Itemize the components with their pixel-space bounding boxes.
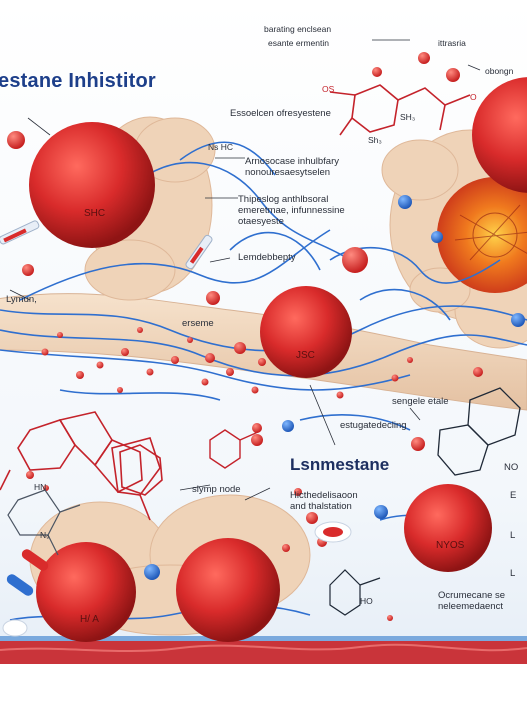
cell-jsc [260,286,352,378]
label-top-right-4: obongn [485,66,514,76]
label-ring-sh: SH₃ [400,112,416,122]
label-ho: HO [360,596,373,606]
label-ring-sh2: Sh₃ [368,135,382,145]
blue-particles [144,195,525,580]
capsule-left [2,549,49,637]
label-sengele: sengele etale [392,396,449,407]
label-amoso-1: Arnosocase inhulbfary [245,156,339,167]
label-hicth-1: Hicthedelisaoon [290,490,358,501]
label-estuget: estugatedecling [340,420,407,431]
label-escelon: Essoelcen ofresyestene [230,108,331,119]
label-n9: N₉ [40,530,50,540]
molecule-bottom [329,569,381,616]
label-ns-hc: Ns HC [208,142,234,152]
label-ring-o: O [470,92,477,102]
molecule-top [329,84,471,136]
label-amoso-2: nonouresaesytselen [245,167,331,178]
cell-label-hla: H/ A [80,614,99,625]
label-top-right-2: esante ermentin [268,38,329,48]
bottom-vessel [0,636,527,703]
cell-shc [29,122,155,248]
label-ocrum-2: neleemedaenct [438,601,503,612]
subtitle: Lsnmestane [290,455,390,474]
molecule-left [0,411,163,521]
label-e1: E [510,490,517,501]
tumor-core [437,177,527,293]
cell-label-jsc: JSC [296,350,315,361]
cell-bottom-center [176,538,280,642]
leader-lines [9,39,481,501]
label-thipe-2: emeretmae, infunnessine [238,205,345,216]
label-thipe-3: otaesyeste [238,216,284,227]
label-e2: L [510,530,516,541]
cell-label-nyos: NYOS [436,540,465,551]
white-cell [314,521,352,543]
label-ring-os: OS [322,84,335,94]
label-top-right-1: barating enclsean [264,24,332,34]
syringe-mid [185,234,213,270]
cell-hla [36,542,136,642]
label-no: NO [504,462,519,473]
label-ocrum-1: Ocrumecane se [438,590,506,601]
molecule-right [437,387,521,476]
molecule-mid [209,429,259,469]
cell-top-right [472,77,527,193]
molecule-left-gray [7,489,81,556]
page-title: estane Inhistitor [0,70,156,92]
label-hn: HN [34,482,47,492]
label-e3: L [510,568,516,579]
cell-label-shc: SHC [84,208,106,219]
small-red-particles [7,52,483,621]
label-slymp: slymp node [192,484,241,495]
cell-nyos [404,484,492,572]
label-lemdeb: Lemdebbepty [238,252,296,263]
label-top-right-3: ittrasria [438,38,466,48]
label-lymun: Lymun, [6,294,37,305]
label-hicth-2: and thalstation [290,501,352,512]
label-eremo: erseme [182,318,214,329]
syringe-left [0,220,40,245]
label-thipe-1: Thipeslog anthlbsoral [238,194,329,205]
